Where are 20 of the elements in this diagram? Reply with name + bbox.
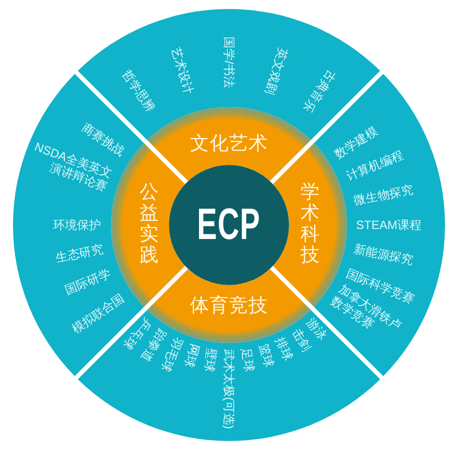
category-label: 文化艺术	[190, 134, 268, 156]
activity-label: 篮球	[256, 342, 277, 370]
activity-label: 艺术设计	[168, 46, 196, 96]
activity-label: 哲学思辨	[120, 68, 158, 116]
activity-label: 国学/书法	[222, 36, 236, 88]
activity-label: 武术太极(可选)	[222, 349, 236, 429]
category-label: 体育竞技	[190, 296, 268, 318]
activity-label: 国际研学	[63, 266, 113, 298]
activity-label: 环境保护	[53, 218, 101, 232]
category-label: 学术科技	[300, 183, 320, 267]
activity-label: 足球	[239, 346, 257, 373]
activity-label: 古典音乐	[300, 68, 338, 116]
activity-label: STEAM课程	[356, 218, 422, 232]
activity-label: 英文戏剧	[262, 46, 290, 96]
activity-label: 生态研究	[54, 242, 105, 266]
center-label: ECP	[197, 203, 261, 247]
category-label: 公益实践	[140, 183, 158, 267]
activity-label: 新能源探究	[352, 242, 414, 268]
activity-label: 微生物探究	[352, 182, 414, 208]
activity-label: 壁球	[201, 346, 219, 373]
